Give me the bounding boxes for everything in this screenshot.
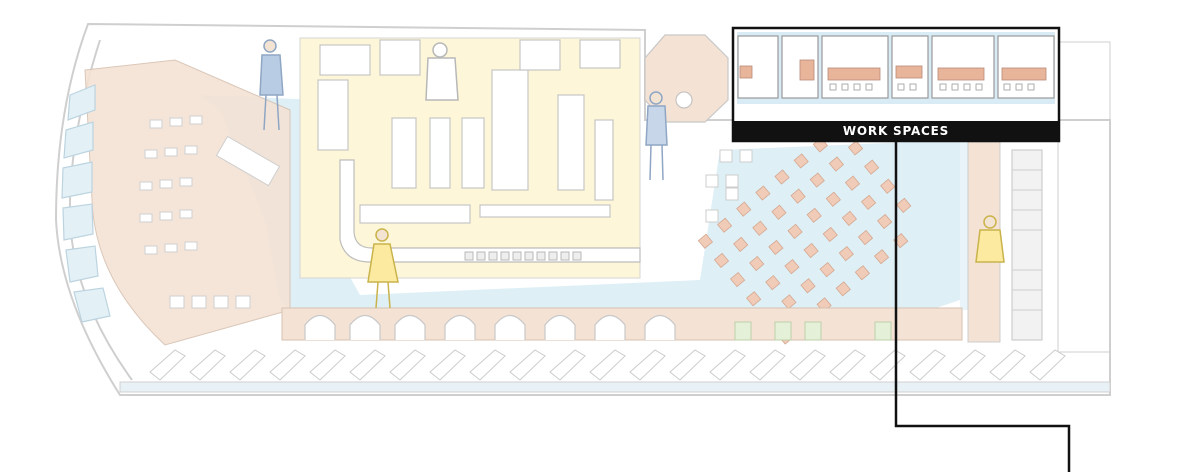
- right-window-strip: [1057, 41, 1111, 353]
- work-spaces-callout: [731, 26, 1061, 143]
- person-figure-chef: [425, 42, 459, 101]
- person-figure-woman: [367, 228, 399, 309]
- person-figure-seated: [975, 215, 1005, 263]
- right-shelving: [1011, 149, 1043, 341]
- pool-area: [200, 95, 960, 320]
- person-figure-left: [259, 39, 284, 131]
- work-spaces-label-bar: [733, 121, 1059, 141]
- counter-dispensers: [464, 251, 582, 261]
- bottom-glass-strip: [119, 381, 1111, 393]
- work-spaces-desks: [739, 59, 1047, 81]
- kitchen-equipment: [317, 39, 621, 224]
- terrace-planters: [734, 321, 892, 341]
- work-spaces-chairs: [829, 83, 1035, 91]
- left-wing-window-panels: [61, 84, 111, 323]
- left-seating-wing: [84, 59, 291, 346]
- work-spaces-label: WORK SPACES: [842, 124, 950, 138]
- octagon-room-fixture: [675, 91, 693, 109]
- dining-tables: [697, 121, 912, 345]
- right-shelving-lines: [1012, 169, 1042, 311]
- left-wing-tables: [139, 115, 251, 309]
- kitchen-service-counter: [339, 159, 641, 263]
- small-dining-tables: [705, 149, 753, 223]
- person-figure-waiter: [645, 91, 668, 181]
- left-wing-counter: [215, 135, 281, 187]
- bottom-lounge-chairs: [149, 349, 1066, 381]
- octagon-room: [644, 34, 729, 123]
- callout-leader-line: [894, 141, 1071, 472]
- arch-booths: [304, 314, 676, 340]
